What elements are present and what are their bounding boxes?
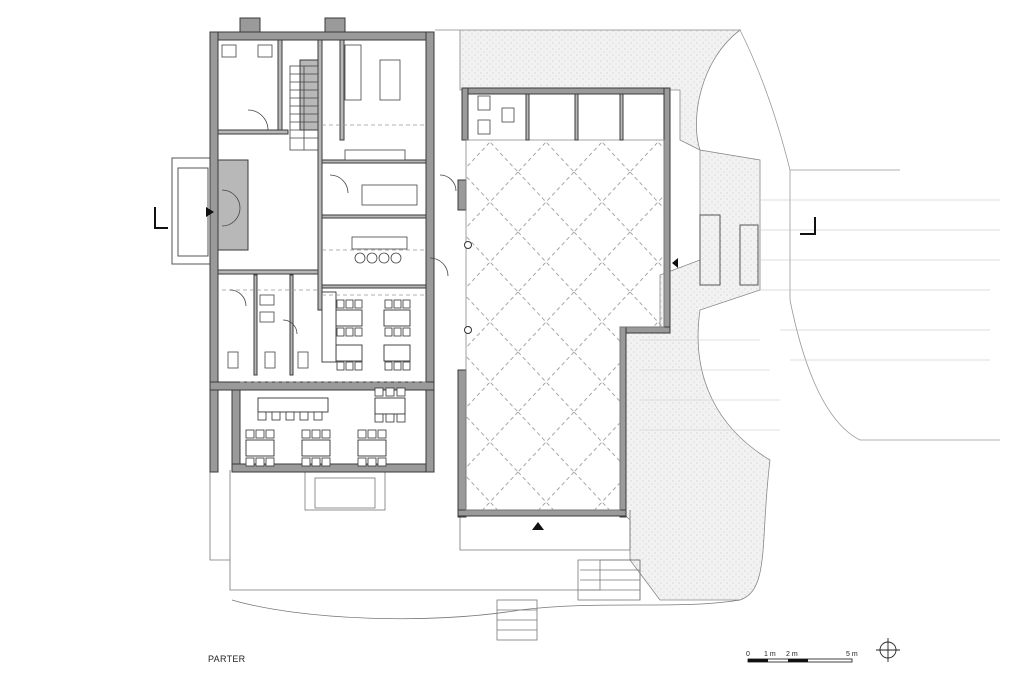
staircase xyxy=(289,65,319,151)
scale-tick-1: 1 m xyxy=(764,651,776,658)
doors xyxy=(221,109,457,335)
exterior-paving xyxy=(209,380,741,641)
floor-label: PARTER xyxy=(208,654,246,664)
scale-tick-5: 5 m xyxy=(846,651,858,658)
kitchen-counters xyxy=(344,44,418,250)
bar-stools xyxy=(354,252,402,264)
pavilion-floor xyxy=(465,139,665,511)
east-entrance xyxy=(699,214,759,286)
scale-bar xyxy=(747,658,853,663)
dashed-lines xyxy=(222,124,426,383)
service-rooms xyxy=(525,93,624,141)
compass-icon xyxy=(876,638,900,662)
scale-tick-0: 0 xyxy=(746,651,750,658)
chairs xyxy=(245,299,411,467)
dining-tables xyxy=(245,291,411,457)
entrance-arrow-icon xyxy=(206,207,678,530)
section-marker-icon xyxy=(154,207,816,235)
columns xyxy=(464,241,472,334)
interior-partitions xyxy=(217,39,427,376)
scale-tick-2: 2 m xyxy=(786,651,798,658)
sanitary-fixtures xyxy=(221,44,515,369)
